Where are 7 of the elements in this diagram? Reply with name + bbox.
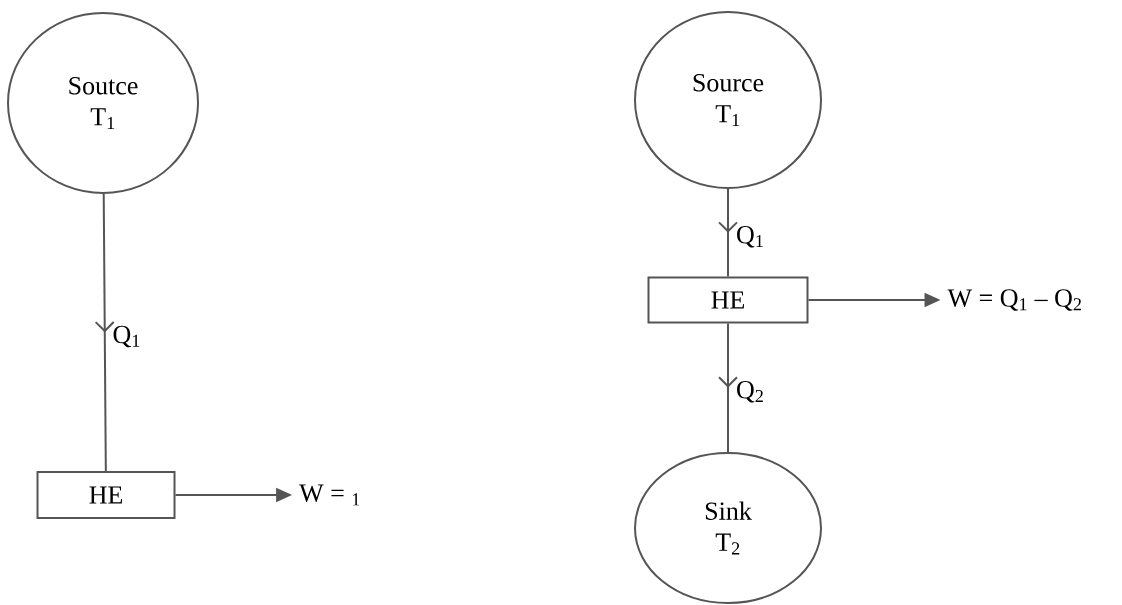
engine-box: HE bbox=[647, 276, 809, 324]
work-label: W = Q$_{1}$ – Q$_{2}$ bbox=[947, 289, 1081, 311]
edge-label: Q$_{1}$ bbox=[113, 325, 140, 348]
edge-label: Q$_{2}$ bbox=[737, 381, 763, 403]
work-label: W = $_{1}$ bbox=[299, 484, 360, 506]
engine-box: HE bbox=[36, 471, 176, 519]
edge-label: Q$_{1}$ bbox=[737, 226, 763, 248]
